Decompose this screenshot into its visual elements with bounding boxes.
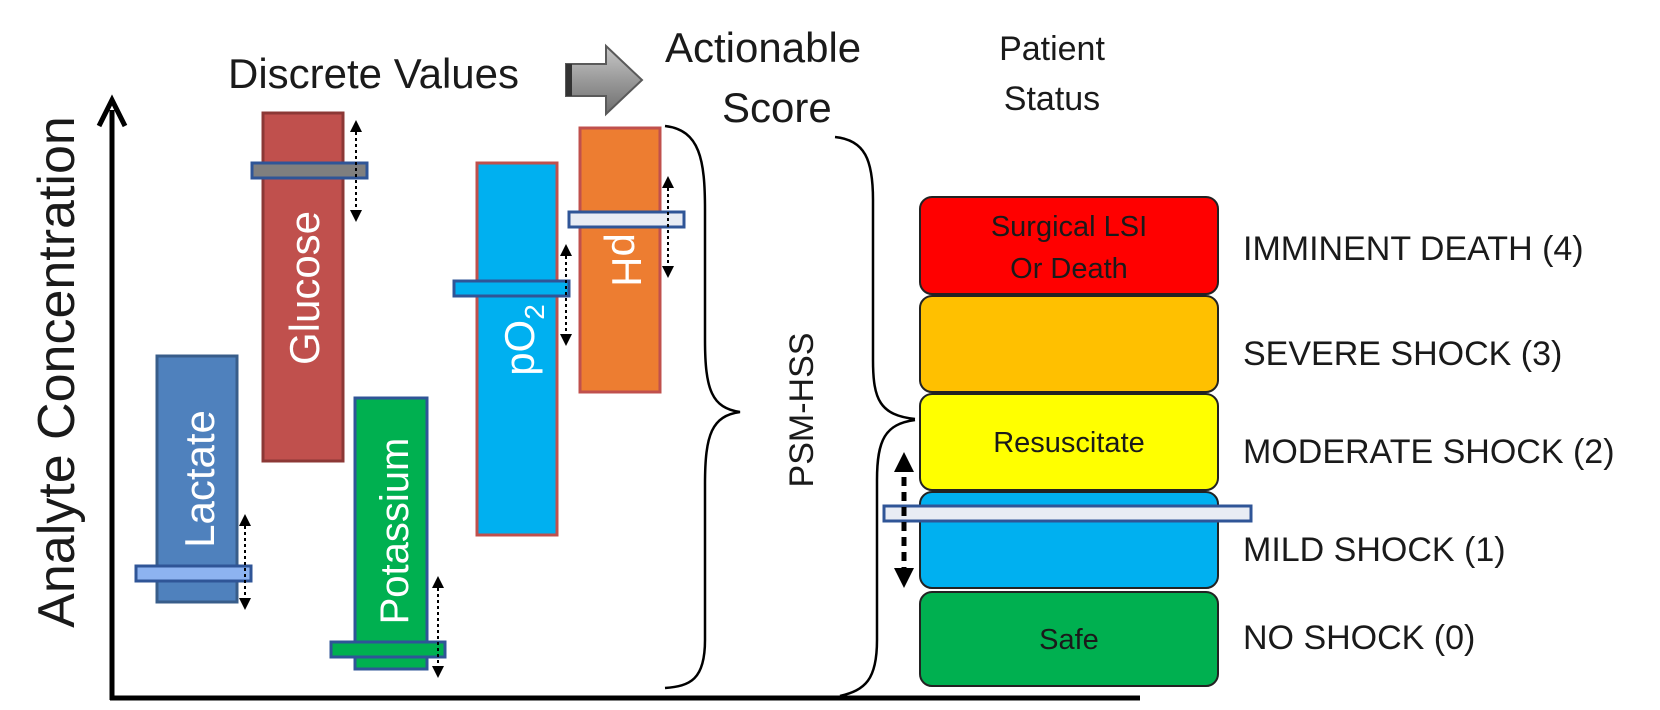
lower-right-brace	[839, 418, 916, 698]
score-box-0-label: Safe	[1039, 624, 1099, 656]
score-box-3	[919, 295, 1219, 393]
psm-hss-label: PSM-HSS	[783, 333, 821, 488]
analyte-bar-lactate: Lactate	[134, 354, 253, 610]
potassium-range-bar	[353, 396, 429, 671]
po2-label-main: pO	[496, 320, 543, 376]
score-level-2: Resuscitate	[919, 393, 1219, 491]
score-box-2	[919, 393, 1219, 491]
score-box-4-label-line2: Or Death	[1010, 253, 1128, 285]
analyte-bar-potassium: Potassium	[329, 396, 447, 678]
po2-range-bar	[475, 161, 559, 537]
score-level-4: Surgical LSI Or Death	[919, 196, 1219, 295]
ph-value-marker	[567, 210, 686, 229]
score-box-4-label-line1: Surgical LSI	[991, 211, 1147, 243]
patient-status-label-line1: Patient	[999, 30, 1105, 68]
score-box-0	[919, 591, 1219, 687]
lactate-value-marker	[134, 564, 253, 583]
score-box-4	[919, 196, 1219, 295]
glucose-value-marker	[250, 161, 369, 180]
potassium-value-marker	[329, 640, 447, 659]
axes: Analyte Concentration	[28, 94, 1140, 701]
analyte-bar-ph: pH	[567, 126, 686, 394]
score-box-2-label: Resuscitate	[993, 427, 1145, 459]
analyte-bar-glucose: Glucose	[250, 111, 369, 463]
left-brace	[664, 124, 741, 690]
patient-status-label-line2: Status	[1004, 80, 1100, 118]
status-label-4: IMMINENT DEATH (4)	[1243, 230, 1584, 268]
po2-label: pO2	[496, 304, 550, 376]
score-level-3	[919, 295, 1219, 393]
upper-right-brace	[834, 135, 916, 421]
status-label-1: MILD SHOCK (1)	[1243, 531, 1506, 569]
status-label-0: NO SHOCK (0)	[1243, 619, 1475, 657]
lactate-range-bar	[155, 354, 239, 604]
status-label-3: SEVERE SHOCK (3)	[1243, 335, 1562, 373]
po2-value-marker	[452, 279, 571, 298]
lactate-label: Lactate	[176, 410, 223, 548]
y-axis-label: Analyte Concentration	[28, 116, 86, 628]
potassium-label: Potassium	[373, 438, 417, 625]
actionable-score-label-line2: Score	[722, 84, 832, 131]
discrete-values-label: Discrete Values	[228, 50, 519, 97]
score-level-0: Safe	[919, 591, 1219, 687]
score-value-marker	[882, 504, 1253, 523]
ph-label: pH	[603, 233, 650, 287]
y-axis-arrowhead	[96, 94, 128, 128]
ph-range-bar	[578, 126, 662, 394]
analyte-bar-po2: pO2	[452, 161, 572, 537]
status-label-2: MODERATE SHOCK (2)	[1243, 433, 1615, 471]
process-arrow-icon	[565, 43, 644, 117]
glucose-label: Glucose	[281, 211, 328, 365]
actionable-score-label-line1: Actionable	[665, 24, 861, 71]
po2-label-subscript: 2	[519, 304, 550, 320]
